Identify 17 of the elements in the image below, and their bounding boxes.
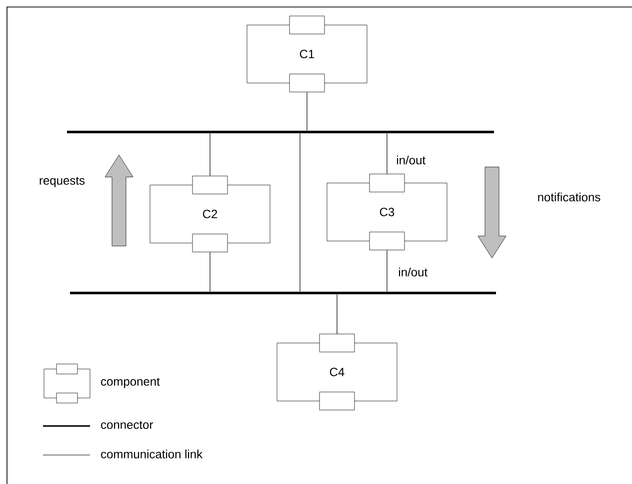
communication-link [386, 133, 388, 174]
legend-text: component [101, 378, 160, 388]
connector-bar [70, 292, 496, 294]
legend-text: connector [101, 421, 154, 429]
connector-bar [67, 130, 494, 134]
communication-link [336, 294, 338, 334]
label: requests [40, 176, 85, 188]
edge-label: in/out [395, 154, 427, 166]
component-box: C2 [150, 176, 270, 252]
component-box: C3 [326, 174, 448, 250]
legend-text: communication link [101, 450, 203, 458]
label: notifications [538, 192, 600, 202]
component-box: C4 [276, 334, 398, 410]
edge-label: in/out [397, 266, 429, 278]
component-box: C1 [246, 16, 368, 92]
communication-link [386, 250, 388, 292]
communication-link [306, 92, 308, 131]
